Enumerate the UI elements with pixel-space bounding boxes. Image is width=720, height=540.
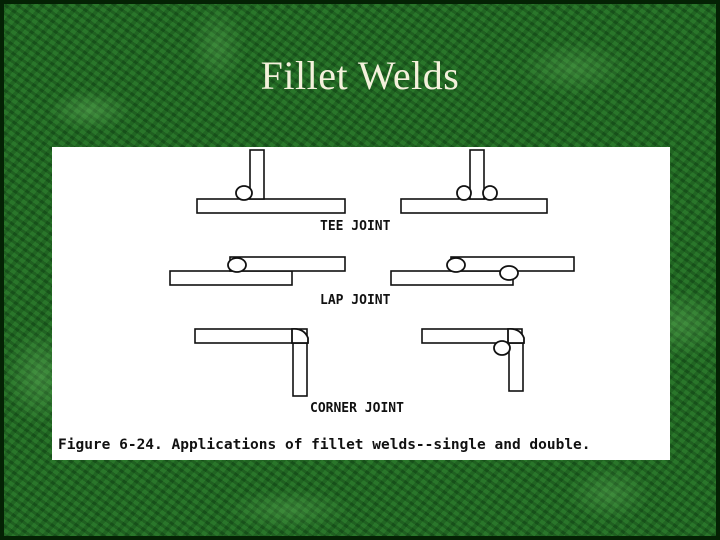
tee-single-stem-plate	[249, 149, 265, 200]
tee-double-weld-right	[482, 185, 498, 201]
tee-joint-double	[400, 149, 548, 214]
tee-double-base-plate	[400, 198, 548, 214]
corner-single-horizontal-plate	[194, 328, 308, 344]
tee-single-base-plate	[196, 198, 346, 214]
corner-single-weld	[291, 328, 309, 344]
corner-double-vertical-plate	[508, 342, 524, 392]
corner-single-vertical-plate	[292, 342, 308, 397]
tee-double-weld-left	[456, 185, 472, 201]
corner-double-weld-inner	[493, 340, 511, 356]
lap-double-weld-right	[499, 265, 519, 281]
lap-joint-single	[169, 256, 346, 286]
corner-joint-single	[194, 328, 309, 397]
lap-joint-label: LAP JOINT	[320, 293, 391, 308]
slide-title: Fillet Welds	[260, 53, 460, 98]
lap-double-lower-plate	[390, 270, 514, 286]
lap-single-weld	[227, 257, 247, 273]
tee-single-weld	[235, 185, 253, 201]
fillet-weld-figure: TEE JOINT LAP JOINT	[52, 147, 670, 460]
figure-caption: Figure 6-24. Applications of fillet weld…	[58, 437, 591, 453]
tee-double-stem-plate	[469, 149, 485, 200]
lap-single-upper-plate	[229, 256, 346, 272]
lap-joint-double	[390, 256, 575, 286]
corner-double-horizontal-plate	[421, 328, 523, 344]
corner-joint-label: CORNER JOINT	[310, 401, 404, 416]
tee-joint-single	[196, 149, 346, 214]
corner-double-weld-outer	[507, 328, 525, 344]
fillet-weld-diagram: TEE JOINT LAP JOINT	[58, 149, 591, 453]
tee-joint-label: TEE JOINT	[320, 219, 391, 234]
lap-single-lower-plate	[169, 270, 293, 286]
lap-double-weld-left	[446, 257, 466, 273]
corner-joint-double	[421, 328, 525, 392]
